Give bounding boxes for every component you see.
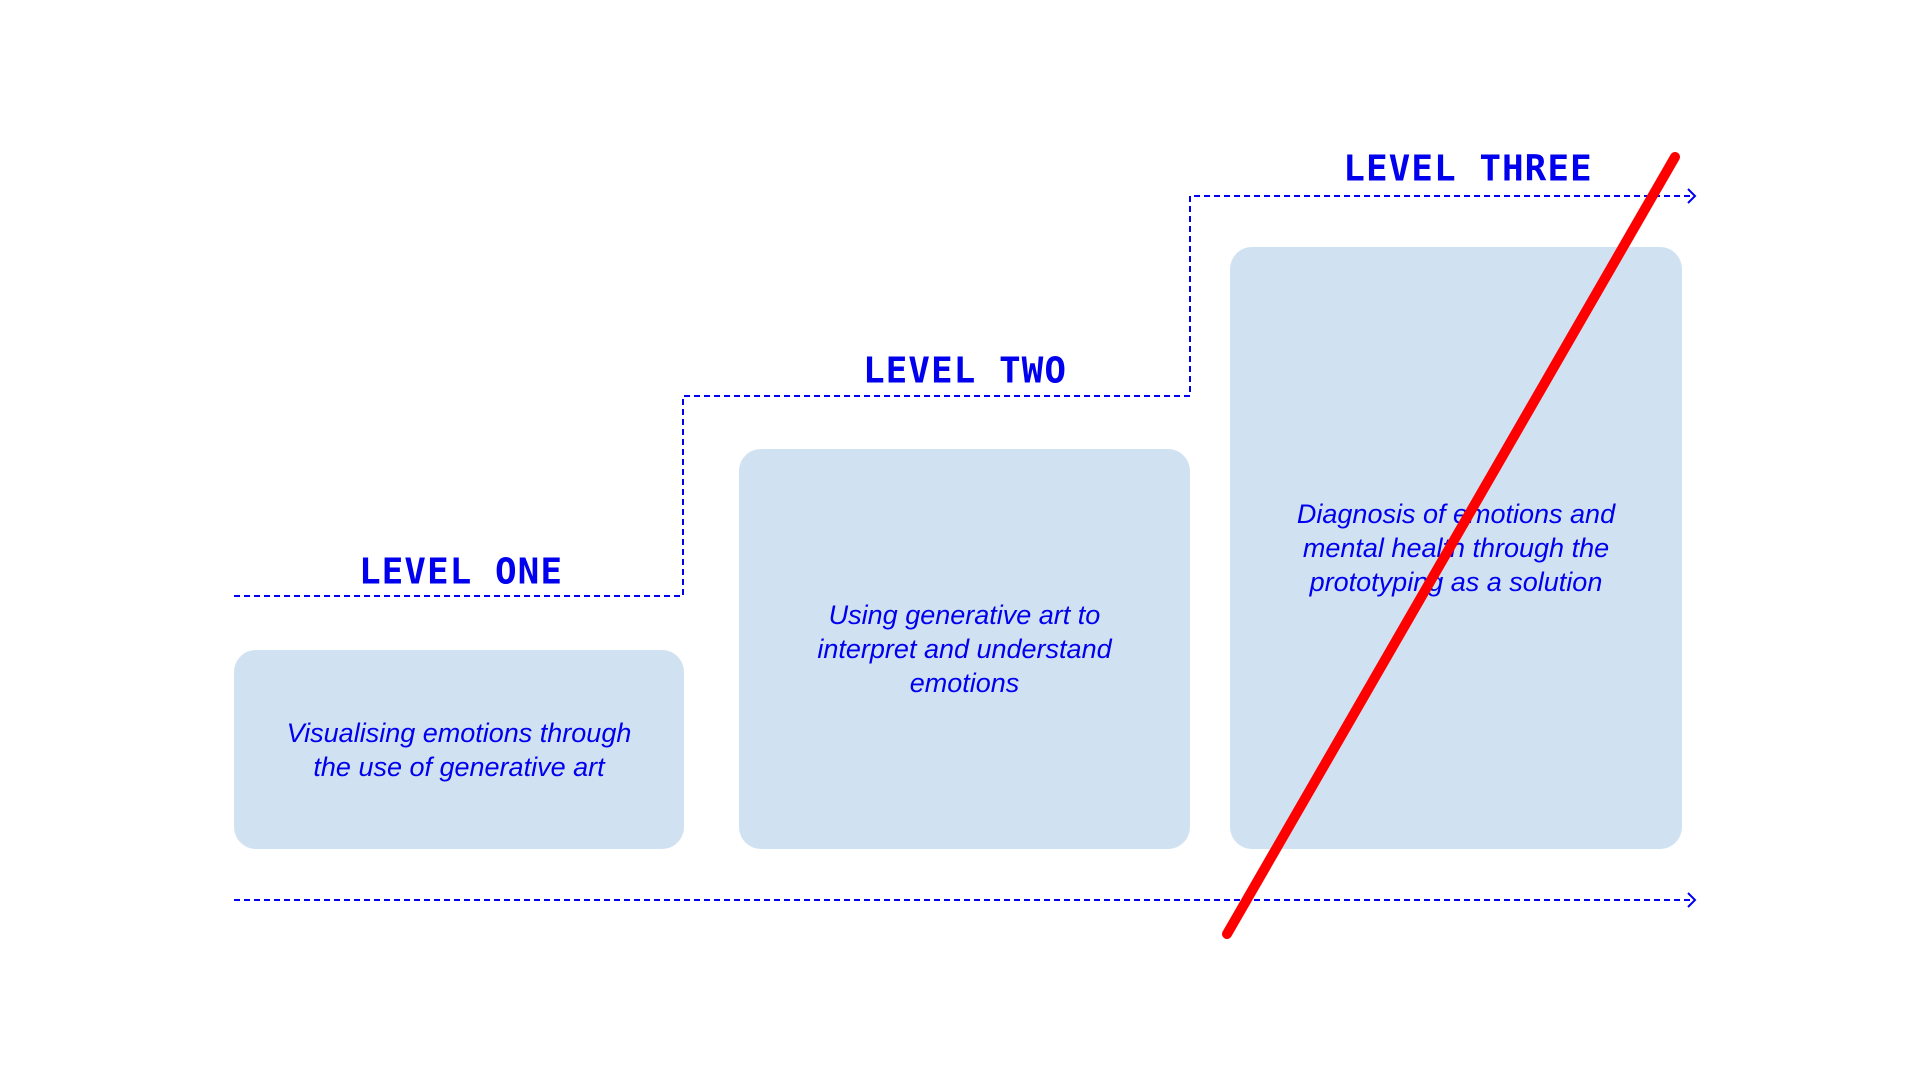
baseline-arrow-head — [1687, 892, 1697, 908]
level-three-box: Diagnosis of emotions and mental health … — [1230, 247, 1682, 849]
red-strike-line — [1222, 152, 1680, 939]
level-one-box: Visualising emotions through the use of … — [234, 650, 684, 849]
level-two-title: LEVEL TWO — [862, 350, 1068, 392]
level-one-description: Visualising emotions through the use of … — [286, 717, 632, 782]
level-two-description: Using generative art to interpret and un… — [817, 600, 1112, 698]
level-one-title: LEVEL ONE — [358, 551, 564, 593]
level-three-title: LEVEL THREE — [1343, 148, 1593, 190]
level-two-box: Using generative art to interpret and un… — [739, 449, 1190, 849]
step-arrow-head — [1687, 188, 1697, 204]
step-path-dashed — [234, 195, 1694, 597]
